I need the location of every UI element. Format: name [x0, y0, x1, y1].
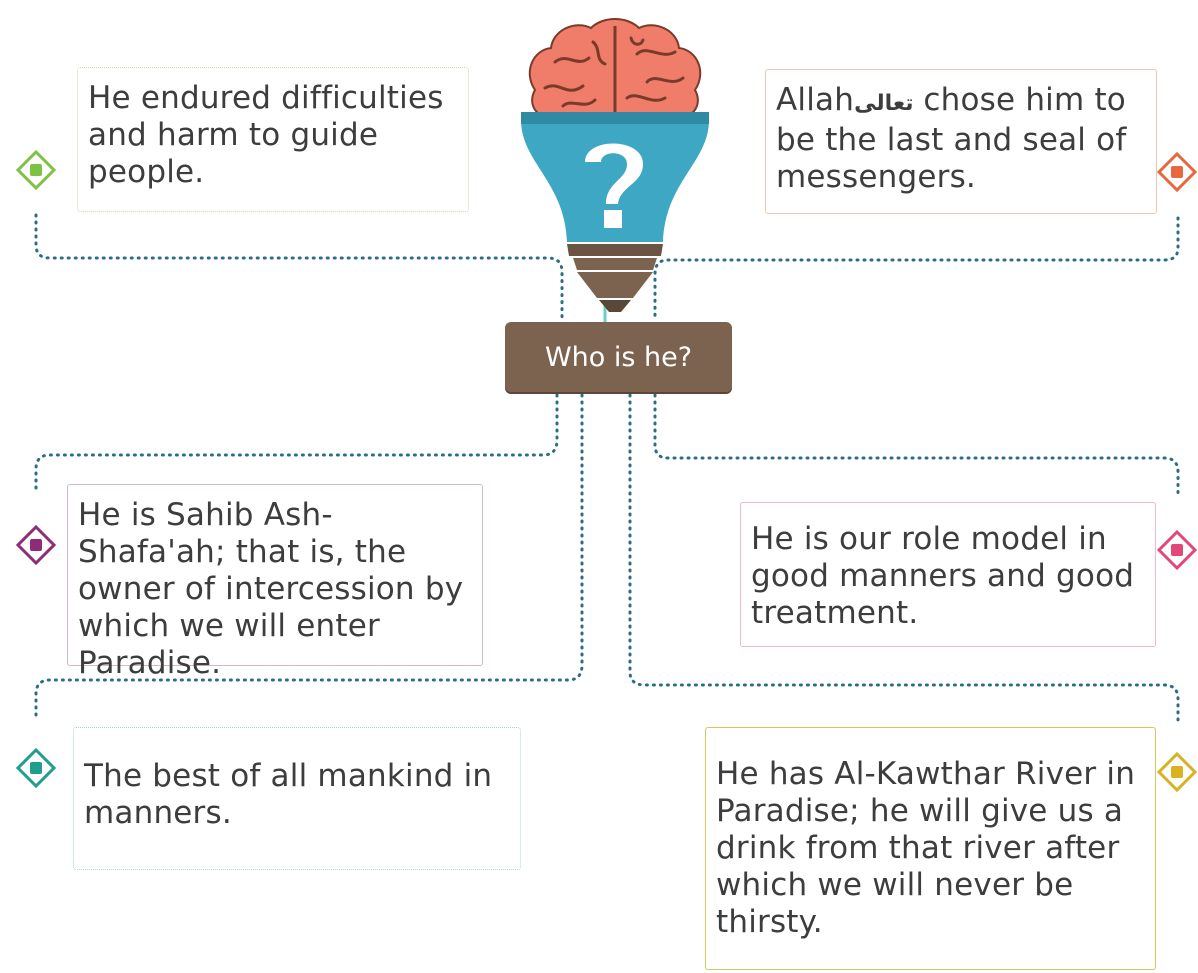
- card-bottom-left: The best of all mankind in manners.: [73, 727, 521, 870]
- card-bottom-right: He has Al-Kawthar River in Paradise; he …: [705, 727, 1156, 970]
- card-top-left: He endured difficulties and harm to guid…: [77, 67, 469, 212]
- connector-mid-right: [653, 393, 1180, 496]
- brain-icon: [528, 18, 702, 118]
- connector-top-right: [653, 216, 1180, 322]
- connector-bottom-right: [628, 393, 1180, 722]
- card-mid-left-text: He is Sahib Ash-Shafa'ah; that is, the o…: [78, 497, 464, 681]
- question-mark-icon: [585, 143, 643, 228]
- diamond-marker-icon: [1157, 530, 1197, 570]
- card-top-right-text-rest: chose him to be the last and seal of mes…: [776, 82, 1127, 195]
- center-question-box: Who is he?: [505, 322, 732, 392]
- card-top-right: Allahتعالى chose him to be the last and …: [765, 69, 1157, 214]
- card-bottom-left-text: The best of all mankind in manners.: [84, 758, 493, 831]
- diamond-marker-icon: [1157, 152, 1197, 192]
- connector-mid-left: [34, 393, 559, 494]
- card-top-right-text-allah: Allah: [776, 82, 855, 118]
- connector-bottom-left: [34, 393, 584, 722]
- diamond-marker-icon: [16, 150, 56, 190]
- diamond-marker-icon: [16, 748, 56, 788]
- diamond-marker-icon: [1157, 752, 1197, 792]
- connector-top-left: [34, 213, 564, 322]
- card-top-right-text-arabic: تعالى: [854, 91, 914, 116]
- card-mid-right-text: He is our role model in good manners and…: [751, 521, 1135, 631]
- card-mid-right: He is our role model in good manners and…: [740, 502, 1156, 647]
- diamond-marker-icon: [16, 525, 56, 565]
- center-question-label: Who is he?: [544, 341, 693, 373]
- brain-bulb-icon: [521, 18, 709, 312]
- card-mid-left: He is Sahib Ash-Shafa'ah; that is, the o…: [67, 484, 483, 681]
- card-bottom-right-text: He has Al-Kawthar River in Paradise; he …: [716, 756, 1136, 940]
- card-top-left-text: He endured difficulties and harm to guid…: [88, 80, 444, 190]
